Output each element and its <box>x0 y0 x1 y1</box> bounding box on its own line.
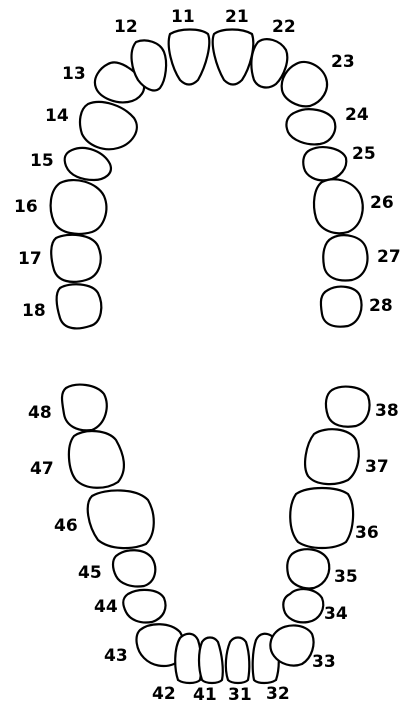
tooth-32-label: 32 <box>266 684 290 704</box>
tooth-46-label: 46 <box>54 516 78 536</box>
tooth-27-label: 27 <box>377 247 401 267</box>
tooth-14-label: 14 <box>45 106 69 126</box>
tooth-44[interactable]: 44 <box>94 590 166 623</box>
lower-arch: 48 47 46 45 44 43 42 41 <box>28 385 399 705</box>
tooth-21-label: 21 <box>225 7 249 27</box>
tooth-28-label: 28 <box>369 296 393 316</box>
tooth-11[interactable]: 11 <box>169 7 210 85</box>
tooth-22-label: 22 <box>272 17 296 37</box>
tooth-36-label: 36 <box>355 523 379 543</box>
tooth-47-label: 47 <box>30 459 54 479</box>
tooth-28-outline <box>321 287 362 327</box>
tooth-45-label: 45 <box>78 563 102 583</box>
tooth-24-outline <box>286 109 335 144</box>
tooth-17-label: 17 <box>18 249 42 269</box>
tooth-28[interactable]: 28 <box>321 287 393 327</box>
tooth-43-label: 43 <box>104 646 128 666</box>
tooth-13-label: 13 <box>62 64 86 84</box>
tooth-27-outline <box>323 235 367 280</box>
tooth-23-outline <box>282 62 327 106</box>
tooth-18-label: 18 <box>22 301 46 321</box>
tooth-38-label: 38 <box>375 401 399 421</box>
tooth-23[interactable]: 23 <box>282 52 355 106</box>
tooth-44-label: 44 <box>94 597 118 617</box>
tooth-47[interactable]: 47 <box>30 431 124 488</box>
tooth-31-label: 31 <box>228 685 252 705</box>
tooth-15-label: 15 <box>30 151 54 171</box>
tooth-25-label: 25 <box>352 144 376 164</box>
tooth-45[interactable]: 45 <box>78 550 155 586</box>
tooth-26-label: 26 <box>370 193 394 213</box>
tooth-11-outline <box>169 30 210 85</box>
tooth-33-label: 33 <box>312 652 336 672</box>
tooth-21[interactable]: 21 <box>213 7 254 85</box>
tooth-31[interactable]: 31 <box>226 638 252 706</box>
tooth-41-label: 41 <box>193 685 217 705</box>
tooth-44-outline <box>123 590 165 623</box>
tooth-33[interactable]: 33 <box>270 625 335 672</box>
tooth-21-outline <box>213 30 254 85</box>
tooth-34-label: 34 <box>324 604 348 624</box>
tooth-15-outline <box>65 148 111 180</box>
tooth-45-outline <box>113 550 155 586</box>
tooth-18-outline <box>57 284 102 328</box>
tooth-42-label: 42 <box>152 684 176 704</box>
tooth-16-outline <box>51 180 107 234</box>
tooth-25[interactable]: 25 <box>303 144 375 180</box>
tooth-12-label: 12 <box>114 17 138 37</box>
tooth-18[interactable]: 18 <box>22 284 101 328</box>
tooth-41-outline <box>199 638 223 684</box>
tooth-25-outline <box>303 147 346 180</box>
tooth-13[interactable]: 13 <box>62 62 144 102</box>
tooth-43[interactable]: 43 <box>104 624 183 666</box>
tooth-37-label: 37 <box>365 457 389 477</box>
tooth-46-outline <box>88 490 154 548</box>
tooth-36-outline <box>290 488 353 548</box>
tooth-17-outline <box>51 235 100 282</box>
tooth-38-outline <box>326 387 370 427</box>
tooth-17[interactable]: 17 <box>18 235 101 282</box>
tooth-11-label: 11 <box>171 7 195 27</box>
tooth-16[interactable]: 16 <box>14 180 106 234</box>
tooth-14-outline <box>80 102 137 149</box>
tooth-27[interactable]: 27 <box>323 235 400 280</box>
tooth-33-outline <box>270 625 313 665</box>
tooth-34-outline <box>283 589 323 622</box>
tooth-15[interactable]: 15 <box>30 148 111 180</box>
tooth-37[interactable]: 37 <box>305 429 389 484</box>
tooth-26[interactable]: 26 <box>314 179 394 233</box>
tooth-46[interactable]: 46 <box>54 490 154 548</box>
tooth-48-outline <box>62 385 107 431</box>
tooth-26-outline <box>314 179 363 233</box>
tooth-48[interactable]: 48 <box>28 385 107 431</box>
tooth-48-label: 48 <box>28 403 52 423</box>
tooth-24-label: 24 <box>345 105 369 125</box>
tooth-31-outline <box>226 638 249 684</box>
tooth-23-label: 23 <box>331 52 355 72</box>
tooth-42-outline <box>175 634 201 683</box>
upper-arch: 18 17 16 15 14 13 12 11 <box>14 7 401 328</box>
tooth-24[interactable]: 24 <box>286 105 368 144</box>
tooth-47-outline <box>69 431 124 488</box>
tooth-16-label: 16 <box>14 197 38 217</box>
tooth-36[interactable]: 36 <box>290 488 378 548</box>
tooth-35-label: 35 <box>334 567 358 587</box>
tooth-14[interactable]: 14 <box>45 102 137 149</box>
tooth-35[interactable]: 35 <box>287 549 357 588</box>
tooth-38[interactable]: 38 <box>326 387 399 427</box>
tooth-34[interactable]: 34 <box>283 589 348 624</box>
tooth-37-outline <box>305 429 359 484</box>
tooth-35-outline <box>287 549 329 588</box>
